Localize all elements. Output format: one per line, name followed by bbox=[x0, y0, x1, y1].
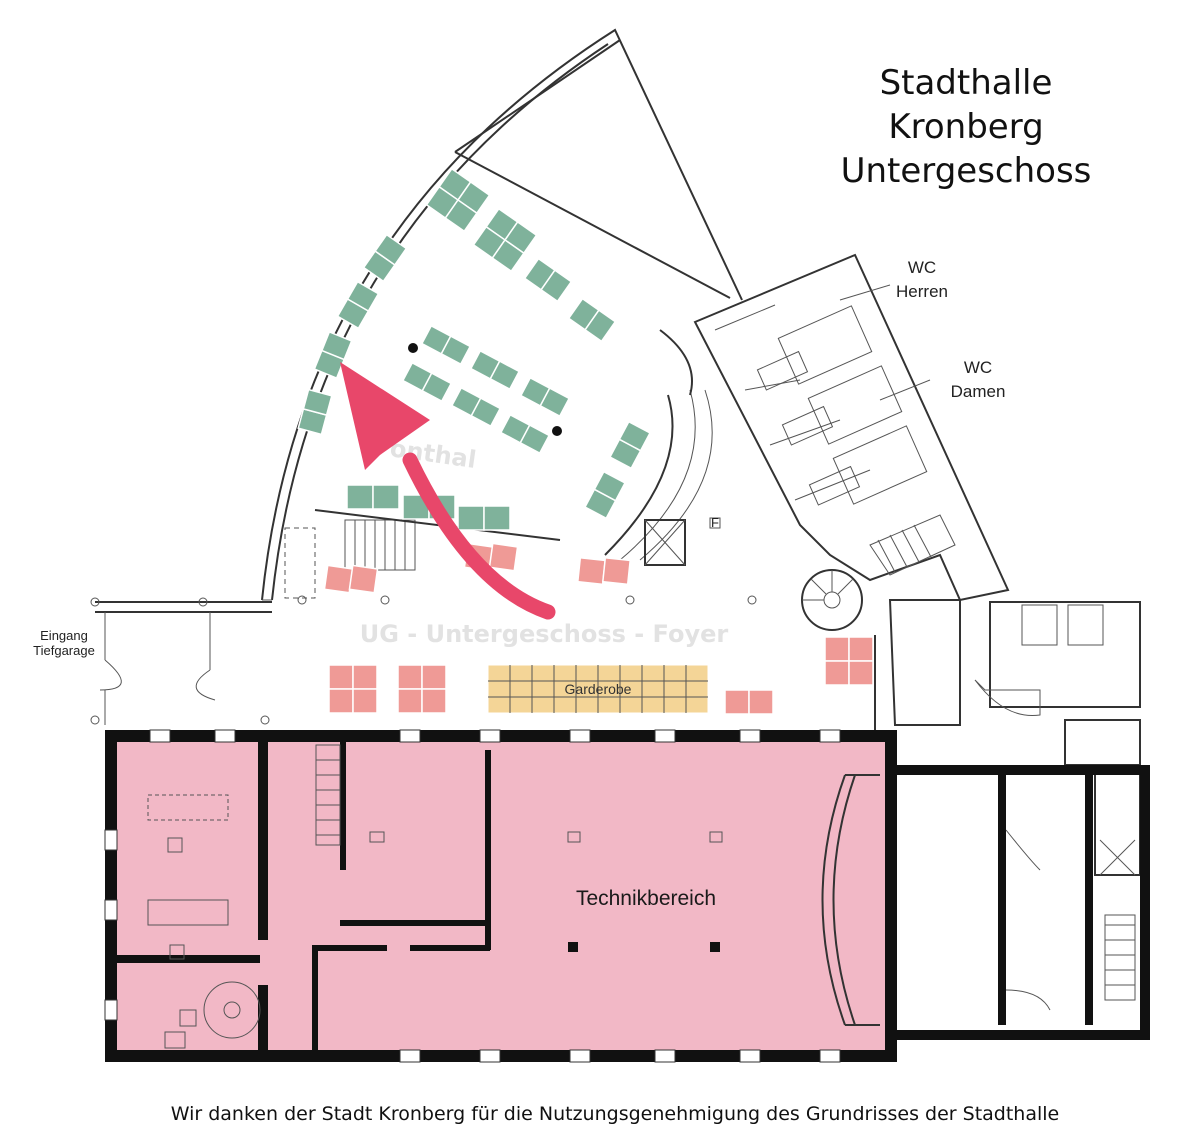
wc-damen-label-2: Damen bbox=[951, 382, 1006, 401]
title-line-2: Kronberg bbox=[888, 107, 1043, 147]
fire-marker: F bbox=[711, 515, 719, 530]
foyer-label: UG - Untergeschoss - Foyer bbox=[360, 620, 729, 648]
technik-area bbox=[104, 729, 897, 1063]
technik-label: Technikbereich bbox=[576, 887, 716, 910]
direction-arrow bbox=[340, 362, 556, 620]
plan-title: Stadthalle Kronberg Untergeschoss bbox=[841, 63, 1092, 191]
right-rooms bbox=[888, 599, 1141, 1001]
wc-block bbox=[693, 253, 1010, 602]
garderobe-area: Garderobe bbox=[487, 664, 709, 714]
entrance-label-1: Eingang bbox=[40, 628, 88, 643]
wc-damen-label-1: WC bbox=[964, 358, 992, 377]
wc-herren-label-2: Herren bbox=[896, 282, 948, 301]
hall-name: onthal bbox=[388, 434, 478, 474]
hall-outline: F bbox=[261, 28, 743, 601]
right-wing bbox=[895, 765, 1150, 1040]
green-tables bbox=[297, 167, 651, 531]
entrance-label-2: Tiefgarage bbox=[33, 643, 95, 658]
title-line-3: Untergeschoss bbox=[841, 151, 1092, 191]
credit-footer: Wir danken der Stadt Kronberg für die Nu… bbox=[171, 1103, 1060, 1125]
garderobe-label: Garderobe bbox=[565, 681, 632, 697]
title-line-1: Stadthalle bbox=[880, 63, 1053, 103]
foyer-outline bbox=[90, 569, 876, 730]
wc-herren-label-1: WC bbox=[908, 258, 936, 277]
